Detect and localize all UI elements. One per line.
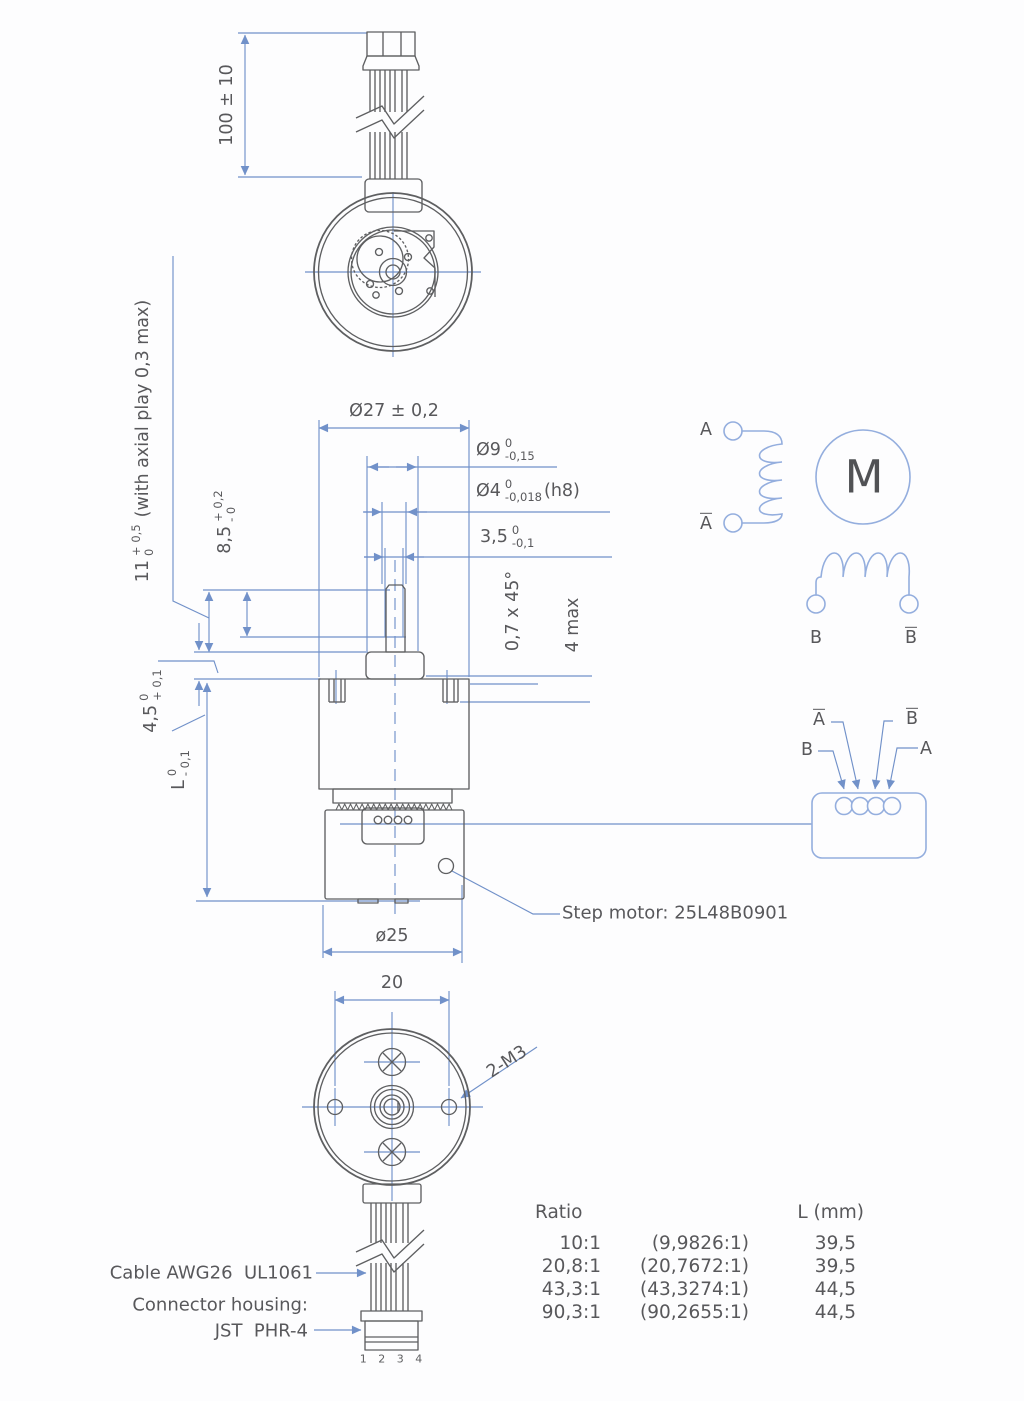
- dim-upper-shaft: 8,5 + 0,2 - 0: [210, 490, 238, 554]
- ratio-table-header: Ratio L (mm): [533, 1202, 864, 1224]
- dim-flat-length: 4 max: [563, 597, 583, 653]
- dim-shaft-total: 11 + 0,5 0 (with axial play 0,3 max): [128, 299, 156, 583]
- pin-numbers: 1 2 3 4: [359, 1352, 427, 1366]
- dim-bearing-diameter: Ø9 0 -0,15: [476, 435, 535, 463]
- dim-flat-width: 3,5 0 -0,1: [480, 522, 535, 550]
- dim-boss-height: 4,5 0 + 0,1: [136, 669, 164, 733]
- header-length: L (mm): [797, 1202, 864, 1223]
- cable-label: Cable AWG26 UL1061: [109, 1262, 313, 1284]
- dim-chamfer: 0,7 x 45°: [503, 570, 523, 652]
- pin-a-label: A: [920, 739, 932, 759]
- header-ratio: Ratio: [535, 1202, 583, 1223]
- phase-b-label: B: [809, 628, 823, 648]
- dim-shaft-total-tolerance: + 0,5 0: [128, 524, 156, 556]
- schematic-lines: [723, 421, 927, 859]
- table-row: 10:1 (9,9826:1) 39,5: [559, 1233, 856, 1254]
- coil-a-icon: [741, 430, 783, 524]
- dim-body-length: L 0 - 0,1: [164, 750, 192, 790]
- dim-gearbox-diameter: Ø27 ± 0,2: [349, 401, 439, 421]
- step-motor-label: Step motor: 25L48B0901: [562, 902, 789, 924]
- part-outlines: [313, 31, 473, 1351]
- coil-b-icon: [815, 552, 910, 596]
- motor-symbol-label: M: [844, 450, 884, 504]
- terminal-a: [723, 421, 743, 441]
- dim-cable-length-value: 100 ± 10: [217, 64, 237, 146]
- phase-a-label: A: [700, 420, 712, 440]
- terminal-a-bar: [723, 513, 743, 533]
- cable-wires-top: [369, 70, 408, 179]
- axial-play-note: (with axial play 0,3 max): [133, 299, 153, 518]
- table-row: 43,3:1 (43,3274:1) 44,5: [541, 1279, 856, 1300]
- pin-b-label: B: [800, 740, 814, 760]
- cable-break-icon: [355, 1229, 425, 1259]
- motor-symbol-circle: [815, 429, 911, 525]
- index-hole: [437, 857, 455, 875]
- dim-motor-diameter: ø25: [375, 926, 409, 946]
- dim-shaft-diameter: Ø4 0 -0,018 (h8): [476, 476, 580, 504]
- gear-icon: [350, 229, 410, 289]
- dim-shaft-total-value: 11: [133, 559, 153, 583]
- dim-hole-spacing: 20: [380, 973, 404, 993]
- phase-a-bar-label: A: [700, 512, 712, 534]
- terminal-b: [806, 594, 826, 614]
- dim-cable-length: 100 ± 10: [217, 64, 237, 145]
- terminal-b-bar: [899, 594, 919, 614]
- connector-housing-label: Connector housing:: [132, 1294, 308, 1316]
- table-row: 20,8:1 (20,7672:1) 39,5: [541, 1256, 856, 1277]
- connector-outline: [811, 792, 927, 859]
- dimension-lines: [158, 32, 918, 1335]
- ratio-table: Ratio L (mm) 10:1 (9,9826:1) 39,5 20,8:1…: [533, 1202, 864, 1324]
- cable-break-icon: [355, 95, 425, 125]
- pin-b-bar-label: B: [905, 707, 919, 729]
- connector-housing-part: JST PHR-4: [214, 1320, 308, 1342]
- table-row: 90,3:1 (90,2655:1) 44,5: [541, 1302, 856, 1323]
- phase-b-bar-label: B: [904, 626, 918, 648]
- pin-a-bar-label: A: [813, 708, 825, 730]
